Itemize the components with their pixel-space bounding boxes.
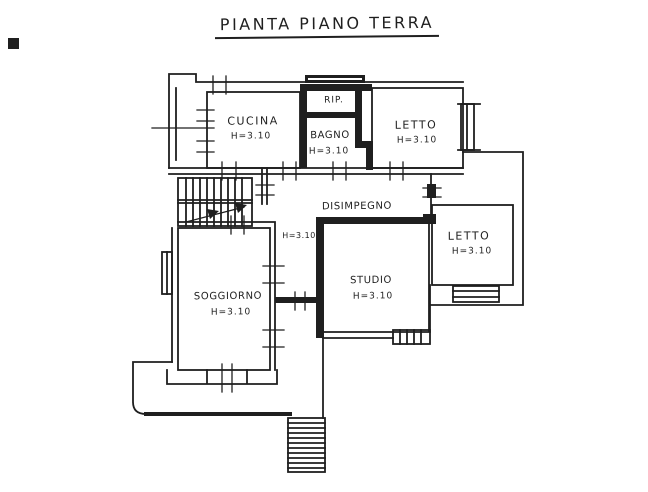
room-label-cucina: CUCINA — [227, 114, 279, 128]
room-label-soggiorno: SOGGIORNO — [193, 290, 263, 303]
room-label-disimpegno: DISIMPEGNO — [321, 200, 393, 213]
room-label-bagno: BAGNO — [310, 129, 350, 142]
thick-walls — [275, 75, 436, 338]
room-label-rip: RIP. — [324, 95, 344, 106]
scan-mark-square — [8, 38, 19, 49]
room-height-bagno: H=3.10 — [308, 146, 350, 157]
room-height-studio: H=3.10 — [352, 291, 394, 302]
room-label-studio: STUDIO — [349, 274, 393, 287]
room-label-letto-est: LETTO — [447, 229, 491, 243]
page-title: PIANTA PIANO TERRA — [214, 13, 440, 40]
room-height-soggiorno: H=3.10 — [210, 307, 252, 318]
room-height-letto-est: H=3.10 — [451, 246, 493, 257]
room-label-letto-nord: LETTO — [394, 118, 438, 132]
room-height-letto-nord: H=3.10 — [396, 135, 438, 146]
stair-arrow — [185, 203, 247, 223]
thin-walls — [132, 73, 524, 473]
room-height-cucina: H=3.10 — [230, 131, 272, 142]
corridor-height: H=3.10 — [282, 230, 316, 241]
